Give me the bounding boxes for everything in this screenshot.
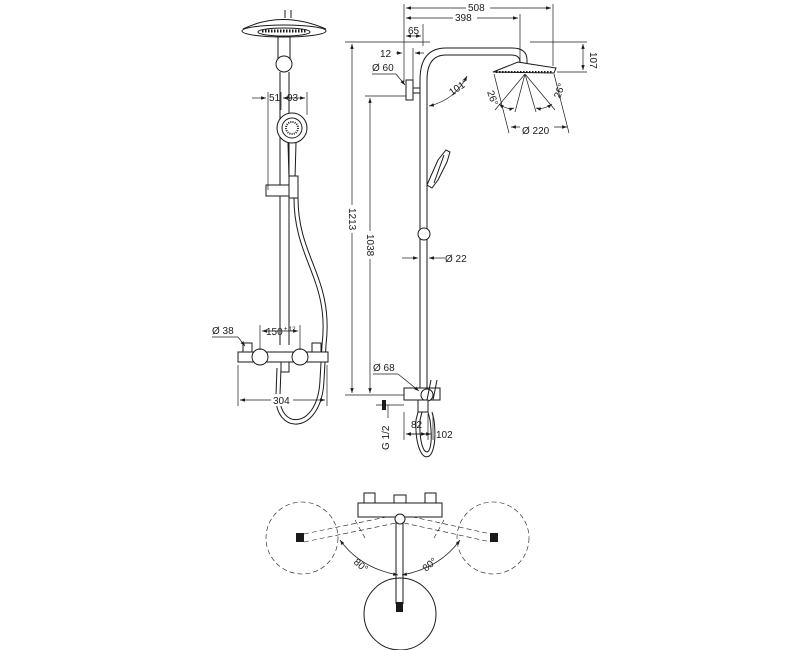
top-view: 80° 80° [265, 492, 530, 650]
dim-1038-label: 1038 [364, 234, 375, 257]
dim-g12-label: G 1/2 [381, 425, 392, 450]
dim-508-label: 508 [468, 3, 485, 14]
dim-304-label: 304 [273, 396, 290, 407]
overhead-shower-top [363, 577, 437, 650]
dim-93-label: 93 [287, 93, 299, 104]
dim-398-label: 398 [455, 13, 472, 24]
dim-65-label: 65 [408, 26, 420, 37]
angle-101-label: 101° [447, 78, 470, 99]
overhead-shower-side [492, 61, 557, 74]
angle-26-right-label: 26° [552, 82, 568, 100]
slide-ball-side [417, 227, 431, 241]
swing-circle-left [265, 501, 339, 575]
dim-diam-60-label: Ø 60 [372, 63, 394, 74]
overhead-shower-front [241, 10, 327, 38]
hand-shower-side [426, 149, 451, 189]
dim-150-label: 150 [266, 327, 283, 338]
dim-diam-68-label: Ø 68 [373, 363, 395, 374]
shower-arm-side [419, 47, 528, 81]
angle-80-right-label: 80° [421, 556, 440, 574]
side-view: 508 398 65 12 107 Ø 60 101° 26° 2 [345, 1, 598, 458]
riser-pipe-front [279, 72, 290, 345]
swing-circle-right [456, 501, 530, 575]
thermostat-front [237, 342, 329, 373]
dim-107-label: 107 [587, 52, 598, 69]
dim-12-label: 12 [380, 49, 392, 60]
wall-bracket-side [405, 79, 414, 101]
front-view: 51 93 Ø 38 150 ± 12 304 [212, 10, 329, 425]
thermostat-top [357, 492, 443, 525]
thermostat-side [403, 379, 441, 413]
dim-1213-label: 1213 [346, 208, 357, 231]
dim-diam-22-label: Ø 22 [445, 254, 467, 265]
angle-26-left-label: 26° [484, 89, 500, 107]
dim-diam-38-label: Ø 38 [212, 326, 234, 337]
dim-150-tol-label: ± 12 [284, 327, 296, 333]
angle-80-left-label: 80° [351, 557, 370, 575]
wall-bracket-front [275, 55, 293, 73]
dim-51-label: 51 [269, 93, 281, 104]
dim-102-label: 102 [436, 430, 453, 441]
dim-diam-220-label: Ø 220 [522, 126, 550, 137]
hand-shower-front [276, 112, 308, 179]
dim-82-label: 82 [411, 420, 423, 431]
